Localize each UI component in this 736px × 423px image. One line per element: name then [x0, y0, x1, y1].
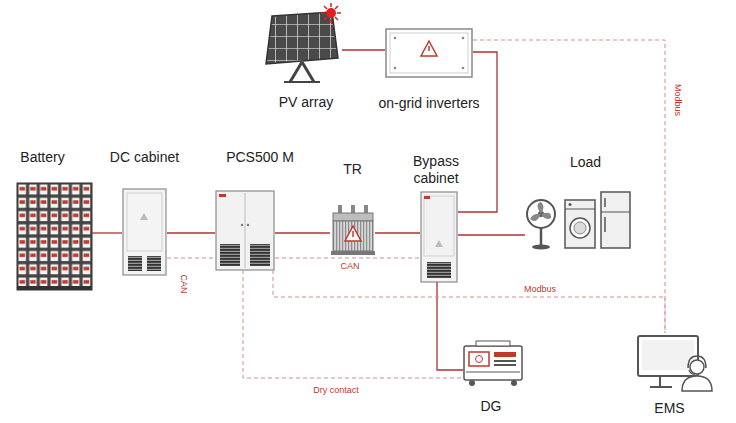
- device-node: DG: [463, 340, 523, 386]
- pcs-cabinet-icon: [216, 191, 274, 270]
- inverter-icon: [386, 29, 472, 77]
- pv-panel-icon: [266, 3, 341, 82]
- device-heading: DG: [481, 398, 502, 415]
- power-line: [167, 232, 215, 233]
- device-node: Battery: [17, 183, 92, 290]
- device-node: DC cabinet: [122, 188, 167, 275]
- power-line: [275, 232, 330, 233]
- device-heading: EMS: [654, 400, 684, 417]
- device-heading: PCS500 M: [226, 149, 294, 166]
- dc-cabinet-icon: [123, 189, 166, 275]
- device-heading: Bypass cabinet: [403, 153, 469, 187]
- generator-icon: [464, 341, 522, 386]
- signal-line: [167, 258, 215, 259]
- device-node: PCS500 M: [215, 190, 275, 270]
- device-heading: TR: [343, 161, 362, 178]
- device-node: Load: [525, 188, 630, 250]
- signal-line: [273, 270, 665, 333]
- power-line: [92, 232, 122, 233]
- transformer-icon: [331, 205, 375, 255]
- power-line: [437, 282, 463, 370]
- signal-label: CAN: [339, 261, 360, 271]
- power-line: [458, 52, 497, 212]
- signal-label: CAN: [179, 273, 189, 294]
- device-node: Bypass cabinet: [420, 192, 458, 282]
- device-node: on-grid inverters: [385, 28, 473, 78]
- signal-line: [243, 270, 463, 378]
- power-line: [458, 234, 525, 235]
- bypass-cabinet-icon: [421, 192, 457, 282]
- power-line: [375, 232, 420, 233]
- signal-line: [473, 40, 665, 333]
- device-heading: DC cabinet: [110, 149, 179, 166]
- signal-label: Modbus: [673, 83, 683, 117]
- signal-label: Modbus: [523, 284, 557, 294]
- device-node: TR: [330, 205, 375, 255]
- device-heading: PV array: [279, 94, 333, 111]
- battery-rack-icon: [17, 183, 92, 290]
- device-node: EMS: [637, 333, 712, 391]
- device-heading: Battery: [20, 149, 64, 166]
- device-heading: on-grid inverters: [378, 95, 479, 112]
- ems-workstation-icon: [638, 336, 712, 391]
- load-appliances-icon: [527, 192, 630, 250]
- device-node: PV array: [262, 4, 342, 84]
- signal-line: [275, 258, 420, 259]
- device-heading: Load: [570, 154, 601, 171]
- signal-label: Dry contact: [312, 385, 360, 395]
- power-line: [342, 49, 385, 50]
